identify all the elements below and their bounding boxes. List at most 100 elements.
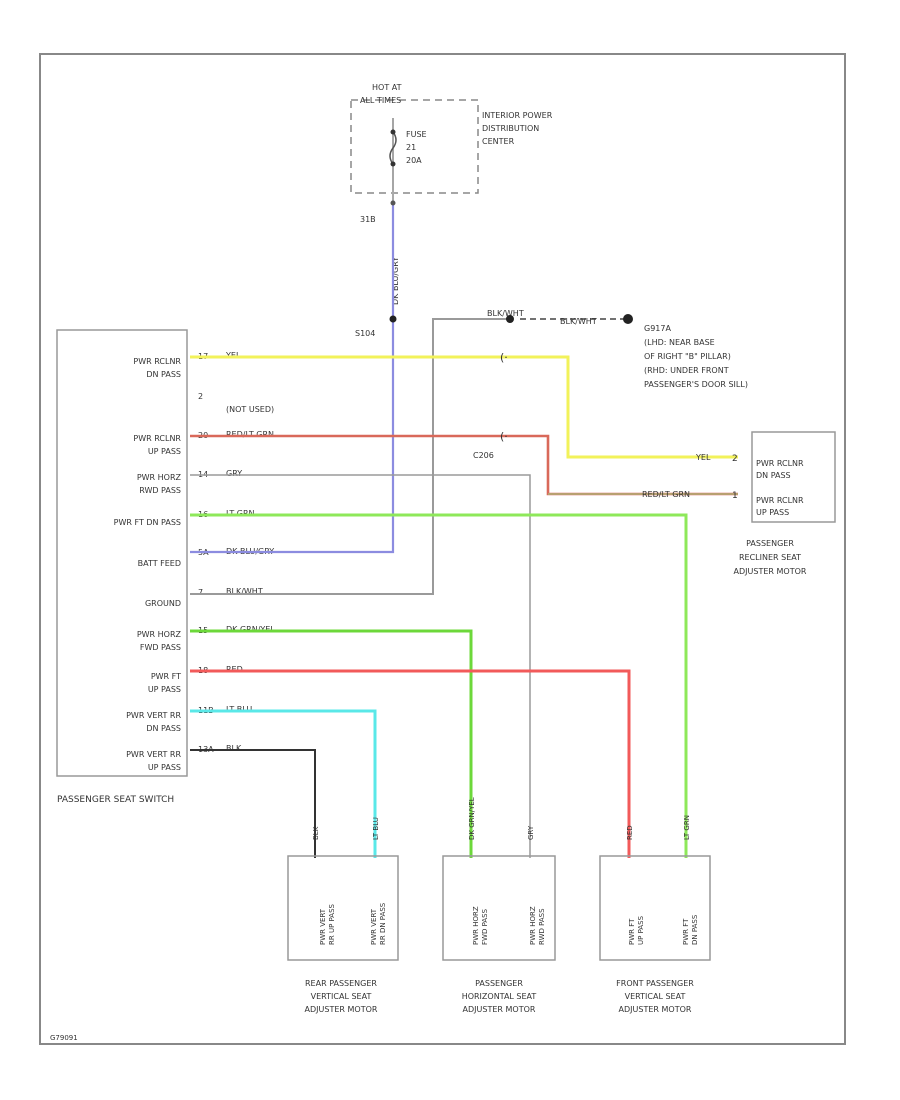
wire-dk-green xyxy=(190,629,473,858)
switch-pin-labels: PWR RCLNR DN PASS PWR RCLNR UP PASS PWR … xyxy=(114,357,182,772)
pin-label-18-1: PWR FT xyxy=(151,672,181,681)
wire-lt-green xyxy=(190,513,688,858)
pin-label-14-2: RWD PASS xyxy=(139,486,181,495)
pin-label-20-1: PWR RCLNR xyxy=(133,434,181,443)
motor1-wire-2: LT BLU xyxy=(372,817,380,840)
pin-label-5a: BATT FEED xyxy=(138,559,181,568)
connector-markers: (· (· C206 2 1 xyxy=(389,200,738,501)
ipdc-label-3: CENTER xyxy=(482,137,515,146)
hot-label-2: ALL TIMES xyxy=(360,96,401,105)
diagram-border xyxy=(39,53,846,1045)
wire-lt-blue xyxy=(190,709,377,858)
fuse-box: HOT AT ALL TIMES FUSE 21 20A INTERIOR PO… xyxy=(350,83,553,338)
motor-rear-vertical: BLK LT BLU PWR VERT RR UP PASS PWR VERT … xyxy=(287,817,399,1014)
pin-label-20-2: UP PASS xyxy=(148,447,181,456)
motor3-label-2b: DN PASS xyxy=(691,914,699,945)
pin-label-14-1: PWR HORZ xyxy=(137,473,182,482)
pin-label-15-1: PWR HORZ xyxy=(137,630,182,639)
footer-code: G79091 xyxy=(50,1034,78,1042)
fuse-label-1: FUSE xyxy=(406,130,427,139)
motor2-label-1a: PWR HORZ xyxy=(472,906,480,945)
pin-2: 2 xyxy=(198,392,203,401)
recliner-label-2a: PWR RCLNR xyxy=(756,496,804,505)
recliner-wire-red: RED/LT GRN xyxy=(642,490,690,499)
motor1-label-1a: PWR VERT xyxy=(319,908,327,945)
recliner-motor: YEL RED/LT GRN PWR RCLNR DN PASS PWR RCL… xyxy=(642,431,836,576)
wire-label-gry: GRY xyxy=(226,469,242,478)
ground-name-1: G917A xyxy=(644,324,671,333)
wire-red-ltgrn xyxy=(190,434,738,496)
wire-label-top: DK BLU/GRY xyxy=(391,257,400,305)
motor2-name-3: ADJUSTER MOTOR xyxy=(463,1005,536,1014)
hot-label-1: HOT AT xyxy=(372,83,402,92)
motor3-name-2: VERTICAL SEAT xyxy=(625,992,686,1001)
motor3-wire-2: LT GRN xyxy=(683,815,691,840)
wire-yellow xyxy=(190,355,738,459)
fuse-label-2: 21 xyxy=(406,143,416,152)
pin-label-17-1: PWR RCLNR xyxy=(133,357,181,366)
pin-label-16: PWR FT DN PASS xyxy=(114,518,181,527)
pin-7: 7 xyxy=(198,588,203,597)
motor1-name-2: VERTICAL SEAT xyxy=(311,992,372,1001)
c206-label: C206 xyxy=(473,451,494,460)
ipdc-label-2: DISTRIBUTION xyxy=(482,124,539,133)
motor2-name-2: HORIZONTAL SEAT xyxy=(462,992,537,1001)
wire-black xyxy=(190,749,316,858)
ipdc-label-1: INTERIOR POWER xyxy=(482,111,553,120)
wire-red xyxy=(190,669,631,858)
motor2-wire-2: GRY xyxy=(527,825,535,840)
recliner-wire-yel: YEL xyxy=(695,453,711,462)
motor3-label-1a: PWR FT xyxy=(628,918,636,945)
motor2-label-1b: FWD PASS xyxy=(481,908,489,945)
ground-name-4: (RHD: UNDER FRONT xyxy=(644,366,729,375)
pin-label-18-2: UP PASS xyxy=(148,685,181,694)
fuse-label-3: 20A xyxy=(406,156,422,165)
motor1-name-1: REAR PASSENGER xyxy=(305,979,377,988)
motor1-name-3: ADJUSTER MOTOR xyxy=(305,1005,378,1014)
recliner-name-3: ADJUSTER MOTOR xyxy=(734,567,807,576)
ground-wire-right: BLK/WHT xyxy=(560,317,597,326)
recliner-name-2: RECLINER SEAT xyxy=(739,553,801,562)
ground-symbol xyxy=(623,314,633,324)
pin-label-11b-1: PWR VERT RR xyxy=(126,711,181,720)
pin-label-15-2: FWD PASS xyxy=(140,643,181,652)
motor1-label-2a: PWR VERT xyxy=(370,908,378,945)
ground-name-2: (LHD: NEAR BASE xyxy=(644,338,715,347)
motor2-label-2a: PWR HORZ xyxy=(529,906,537,945)
pin-label-13a-1: PWR VERT RR xyxy=(126,750,181,759)
motor3-name-1: FRONT PASSENGER xyxy=(616,979,694,988)
wires xyxy=(190,190,738,858)
wire-label-red-ltgrn: RED/LT GRN xyxy=(226,430,274,439)
wire-gray xyxy=(190,474,531,858)
recliner-pin-2: 2 xyxy=(732,454,738,464)
pin-label-7: GROUND xyxy=(145,599,181,608)
recliner-pin-1: 1 xyxy=(732,491,738,501)
passenger-seat-switch-box xyxy=(56,329,188,777)
splice-s104: S104 xyxy=(355,329,375,338)
motor3-label-1b: UP PASS xyxy=(637,915,645,945)
motor1-label-1b: RR UP PASS xyxy=(328,903,336,945)
motor1-label-2b: RR DN PASS xyxy=(379,902,387,945)
pin-label-17-2: DN PASS xyxy=(146,370,181,379)
fuse-symbol xyxy=(389,118,397,190)
recliner-label-1a: PWR RCLNR xyxy=(756,459,804,468)
motor2-label-2b: RWD PASS xyxy=(538,908,546,945)
motor-horizontal: DK GRN/YEL GRY PWR HORZ FWD PASS PWR HOR… xyxy=(442,797,556,1014)
ground-block: BLK/WHT BLK/WHT G917A (LHD: NEAR BASE OF… xyxy=(487,309,748,389)
motor1-wire-1: BLK xyxy=(312,826,320,840)
pin-label-11b-2: DN PASS xyxy=(146,724,181,733)
recliner-name-1: PASSENGER xyxy=(746,539,794,548)
motor-front-vertical: RED LT GRN PWR FT UP PASS PWR FT DN PASS… xyxy=(599,815,711,1014)
motor3-name-3: ADJUSTER MOTOR xyxy=(619,1005,692,1014)
splice-dot xyxy=(389,315,397,323)
pin-label-13a-2: UP PASS xyxy=(148,763,181,772)
recliner-label-1b: DN PASS xyxy=(756,471,791,480)
switch-name: PASSENGER SEAT SWITCH xyxy=(57,795,174,805)
c206-marker-yel: (· xyxy=(500,351,508,364)
motor3-label-2a: PWR FT xyxy=(682,918,690,945)
motor2-name-1: PASSENGER xyxy=(475,979,523,988)
wire-label-blk: BLK xyxy=(226,744,242,753)
wire-label-not-used: (NOT USED) xyxy=(226,405,274,414)
connector-31b: 31B xyxy=(360,215,376,224)
